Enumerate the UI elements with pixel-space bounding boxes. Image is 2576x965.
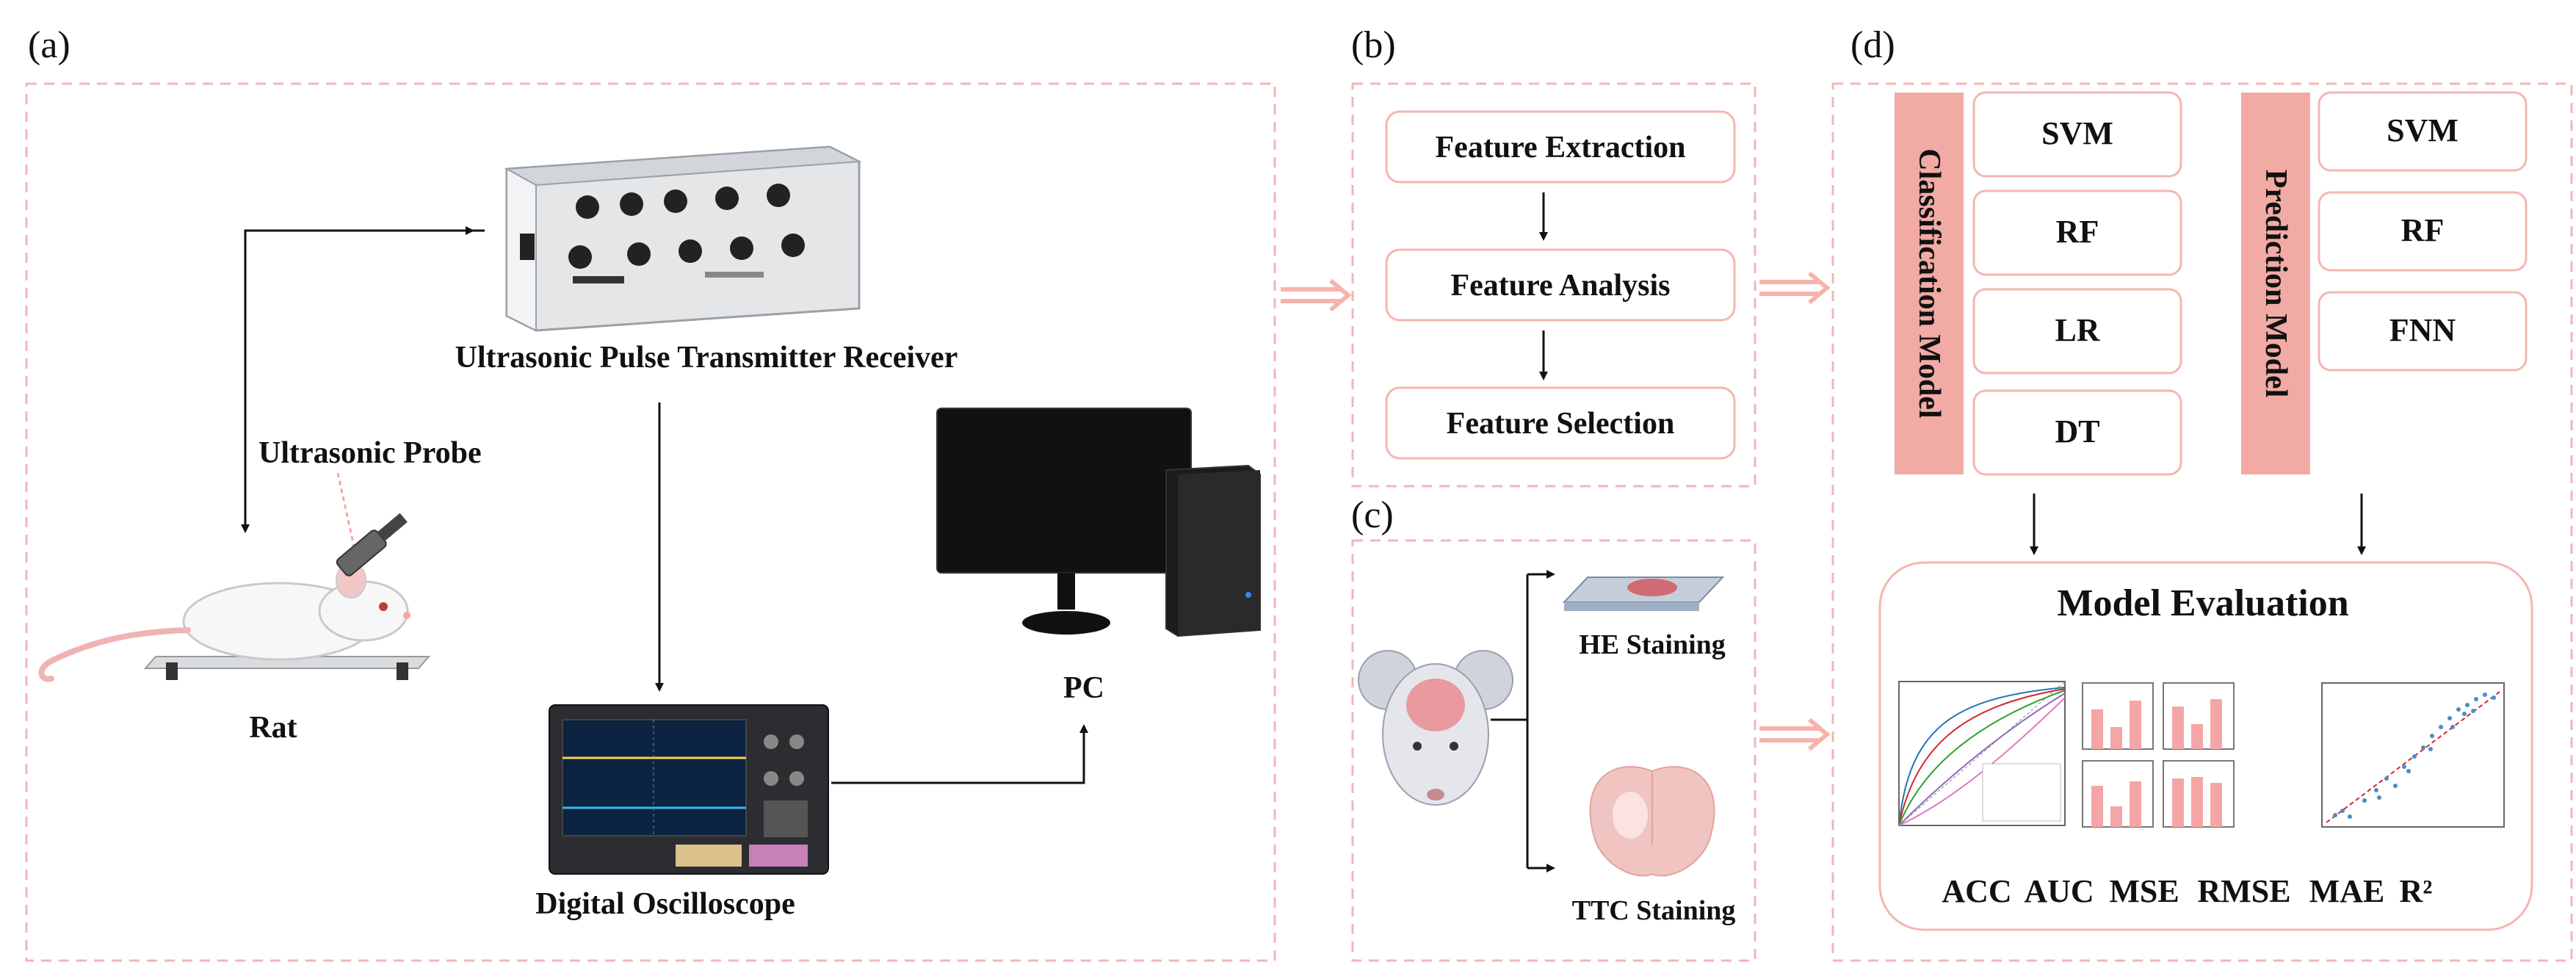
he-slide-illustration <box>1562 577 1725 611</box>
ttc-brain-illustration <box>1589 765 1715 877</box>
classification-model-title: Classification Model <box>1912 148 1946 418</box>
class-model-box <box>1972 288 2182 375</box>
rat-label: Rat <box>249 711 297 745</box>
class-model-box <box>1972 389 2182 476</box>
feature-analysis-box <box>1385 248 1736 322</box>
he-staining-label: HE Staining <box>1579 629 1726 660</box>
pred-model-rf: RF <box>2401 212 2445 248</box>
class-model-box <box>1972 189 2182 276</box>
feature-selection-box <box>1385 386 1736 460</box>
panel-d-border <box>1831 82 2573 962</box>
arrow-oscilloscope-to-pc <box>831 724 1088 784</box>
pred-model-svm: SVM <box>2387 112 2459 148</box>
panel-b-label: (b) <box>1351 24 1396 66</box>
metric-r2: R² <box>2400 873 2433 909</box>
classification-models: SVM RF LR DT <box>1972 91 2182 476</box>
panel-b-border <box>1351 82 1756 488</box>
prediction-model-bar <box>2241 93 2310 474</box>
oscilloscope-label: Digital Oscilloscope <box>535 887 795 921</box>
class-model-box <box>1972 91 2182 178</box>
pred-model-box <box>2318 91 2528 172</box>
ttc-staining-label: TTC Staining <box>1572 895 1736 926</box>
class-model-svm: SVM <box>2041 115 2113 151</box>
pred-model-box <box>2318 191 2528 272</box>
mini-roc-plot <box>1898 681 2066 826</box>
panel-a-label: (a) <box>28 24 70 66</box>
model-evaluation-title: Model Evaluation <box>2057 582 2348 624</box>
metric-acc: ACC <box>1942 873 2011 909</box>
pc-illustration <box>936 408 1261 637</box>
classification-model-bar <box>1895 93 1964 474</box>
class-model-rf: RF <box>2056 214 2099 250</box>
metric-rmse: RMSE <box>2197 873 2290 909</box>
class-model-dt: DT <box>2055 413 2099 449</box>
pred-model-box <box>2318 291 2528 372</box>
arrow-a-to-b <box>1281 278 1352 312</box>
feature-selection-label: Feature Selection <box>1447 407 1675 441</box>
panel-c-label: (c) <box>1351 494 1394 536</box>
mini-bar-charts <box>2082 682 2235 828</box>
pred-model-fnn: FNN <box>2389 312 2456 348</box>
oscilloscope-device <box>549 704 829 875</box>
feature-extraction-label: Feature Extraction <box>1436 131 1686 165</box>
pulse-receiver-label: Ultrasonic Pulse Transmitter Receiver <box>455 341 958 375</box>
metric-mae: MAE <box>2309 873 2385 909</box>
arrow-b-to-d <box>1759 271 1831 305</box>
arrow-receiver-to-probe <box>241 229 485 533</box>
feature-analysis-label: Feature Analysis <box>1450 269 1670 303</box>
rat-illustration <box>38 513 431 682</box>
probe-label: Ultrasonic Probe <box>258 436 482 470</box>
feature-pipeline: Feature Extraction Feature Analysis Feat… <box>1385 110 1736 460</box>
class-model-lr: LR <box>2055 312 2100 348</box>
probe-pointer <box>336 472 355 547</box>
panel-a-border <box>25 82 1276 962</box>
pulse-receiver-device <box>504 145 862 332</box>
mouse-head-illustration <box>1358 650 1513 806</box>
panel-d-label: (d) <box>1850 24 1895 66</box>
metric-auc: AUC <box>2024 873 2094 909</box>
feature-extraction-box <box>1385 110 1736 184</box>
panel-c-border <box>1351 539 1756 962</box>
mini-scatter-plot <box>2321 682 2505 828</box>
metric-mse: MSE <box>2109 873 2179 909</box>
arrow-c-to-d <box>1759 718 1831 751</box>
pc-label: PC <box>1063 671 1104 705</box>
prediction-model-title: Prediction Model <box>2259 170 2293 398</box>
prediction-models: SVM RF FNN <box>2318 91 2528 372</box>
